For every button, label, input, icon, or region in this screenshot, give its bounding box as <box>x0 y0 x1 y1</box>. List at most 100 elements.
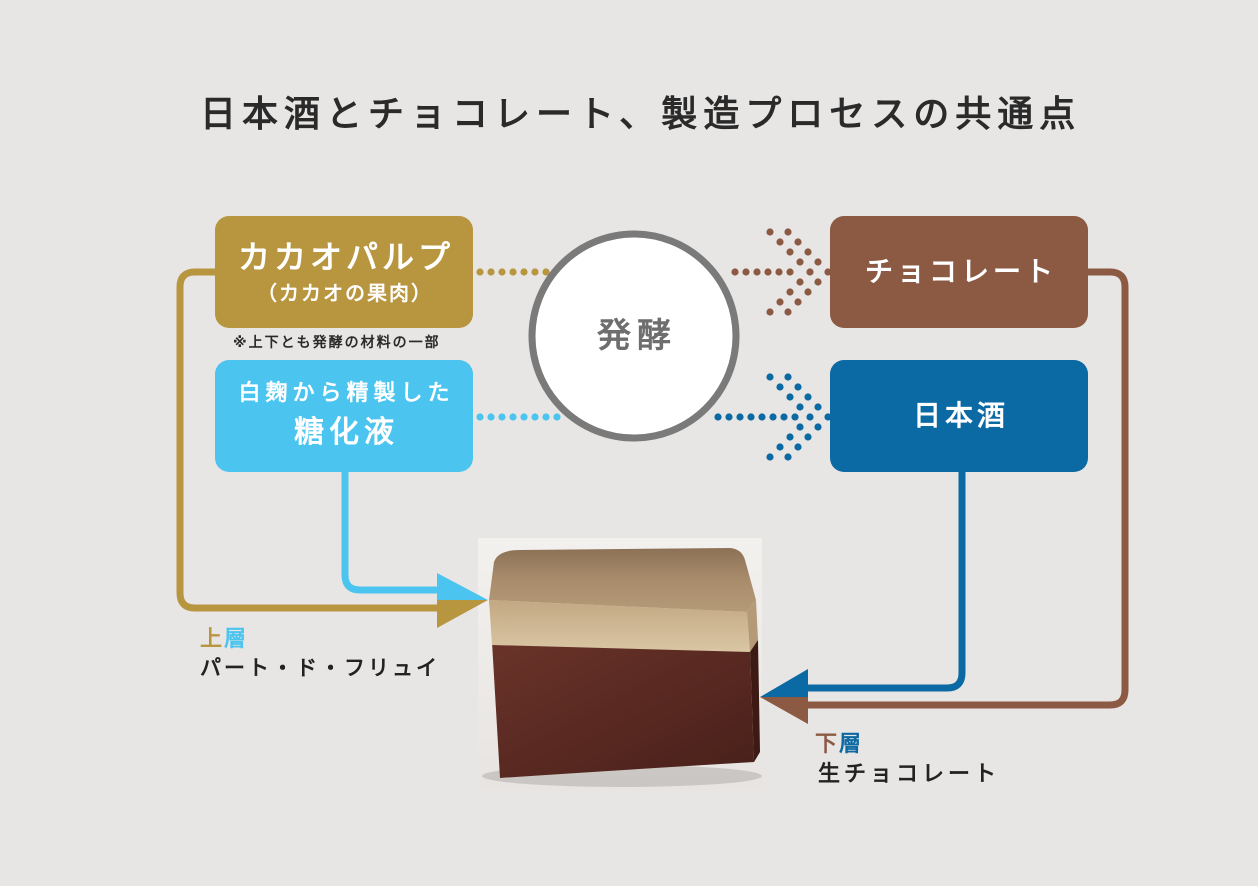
upper-tag-char1: 上 <box>200 627 225 652</box>
fruit-jelly-layer <box>489 600 750 652</box>
flow-dot <box>776 298 784 306</box>
flow-dot <box>814 258 822 266</box>
flow-dot <box>736 413 744 421</box>
flow-dot <box>747 413 755 421</box>
upper-layer-tag: 上層 <box>200 626 248 654</box>
flow-dot <box>498 413 506 421</box>
fruit-jelly-side <box>747 600 758 652</box>
flow-dot <box>476 268 484 276</box>
cacao-to-upper-layer-line <box>176 268 440 612</box>
flow-dot <box>794 298 802 306</box>
flow-dot <box>791 413 799 421</box>
fermentation-label: 発酵 <box>597 316 677 356</box>
flow-dot <box>520 268 528 276</box>
flow-dot <box>764 268 772 276</box>
flow-dot <box>766 453 774 461</box>
flow-dot <box>766 308 774 316</box>
flow-dot <box>766 373 774 381</box>
flow-dot <box>794 383 802 391</box>
flow-dot <box>531 413 539 421</box>
ingredients-note: ※上下とも発酵の材料の一部 <box>233 335 441 351</box>
flow-dot <box>776 443 784 451</box>
flow-dot <box>824 268 832 276</box>
flow-dot <box>742 268 750 276</box>
flow-dot <box>542 268 550 276</box>
ganache-layer <box>492 642 754 778</box>
flow-dot <box>804 248 812 256</box>
flow-dot <box>796 423 804 431</box>
lower-layer-name: 生チョコレート <box>818 762 1001 787</box>
jelly-top-surface <box>489 548 756 612</box>
flow-dot <box>476 413 484 421</box>
flow-dot <box>796 278 804 286</box>
koji-label: 白麹から精製した <box>238 381 455 406</box>
chocolate-dessert-photo <box>478 538 762 790</box>
flow-dot <box>784 373 792 381</box>
upper-tag-char2: 層 <box>224 627 249 652</box>
sake-box: 日本酒 <box>830 360 1088 472</box>
cacao-pulp-sublabel: （カカオの果肉） <box>257 281 433 305</box>
flow-dot <box>796 258 804 266</box>
flow-dot <box>766 228 774 236</box>
flow-dot <box>814 423 822 431</box>
flow-dot <box>776 238 784 246</box>
flow-dot <box>487 413 495 421</box>
flow-dot <box>794 443 802 451</box>
flow-dot <box>753 268 761 276</box>
flow-dot <box>780 413 788 421</box>
lower-tag-char1: 下 <box>815 732 840 757</box>
flow-dot <box>784 228 792 236</box>
flow-dot <box>786 288 794 296</box>
flow-dot <box>509 413 517 421</box>
flow-dot <box>794 238 802 246</box>
cacao-pulp-box: カカオパルプ （カカオの果肉） <box>215 216 473 328</box>
flow-dot <box>775 268 783 276</box>
koji-saccharified-liquid-box: 白麹から精製した 糖化液 <box>215 360 473 472</box>
flow-dot <box>714 413 722 421</box>
flow-dot <box>786 268 794 276</box>
flow-dot <box>786 248 794 256</box>
flow-dot <box>784 453 792 461</box>
upper-layer-name: パート・ド・フリュイ <box>200 656 440 680</box>
lower-arrowhead-chocolate <box>760 697 808 724</box>
page-title: 日本酒とチョコレート、製造プロセスの共通点 <box>200 94 1082 135</box>
flow-dot <box>786 433 794 441</box>
lower-arrowhead-sake <box>760 669 808 697</box>
flow-dot <box>806 413 814 421</box>
flow-dot <box>509 268 517 276</box>
koji-sublabel: 糖化液 <box>294 415 399 450</box>
flow-dot <box>498 268 506 276</box>
cacao-pulp-label: カカオパルプ <box>237 238 454 276</box>
flow-dot <box>824 413 832 421</box>
chocolate-box: チョコレート <box>830 216 1088 328</box>
flow-dot <box>796 403 804 411</box>
flow-dot <box>804 393 812 401</box>
flow-dot <box>725 413 733 421</box>
lower-layer-tag: 下層 <box>815 731 863 759</box>
flow-dot <box>786 393 794 401</box>
ganache-side <box>750 640 760 762</box>
fermentation-dotted-arrows <box>476 228 832 461</box>
koji-to-upper-layer-line <box>341 472 440 594</box>
upper-arrowhead-koji <box>437 573 488 600</box>
sake-to-lower-layer-line <box>805 472 966 692</box>
upper-arrowhead-cacao <box>437 600 488 628</box>
flow-dot <box>814 278 822 286</box>
chocolate-to-lower-layer-line <box>805 268 1129 709</box>
flow-dot <box>776 383 784 391</box>
chocolate-label: チョコレート <box>864 255 1057 288</box>
flow-dot <box>769 413 777 421</box>
flow-dot <box>520 413 528 421</box>
flow-dot <box>758 413 766 421</box>
flow-dot <box>487 268 495 276</box>
fermentation-circle <box>528 230 740 442</box>
flow-dot <box>531 268 539 276</box>
sake-label: 日本酒 <box>912 399 1009 432</box>
flow-dot <box>804 433 812 441</box>
lower-tag-char2: 層 <box>839 732 864 757</box>
flow-dot <box>731 268 739 276</box>
flow-dot <box>806 268 814 276</box>
flow-dot <box>553 413 561 421</box>
